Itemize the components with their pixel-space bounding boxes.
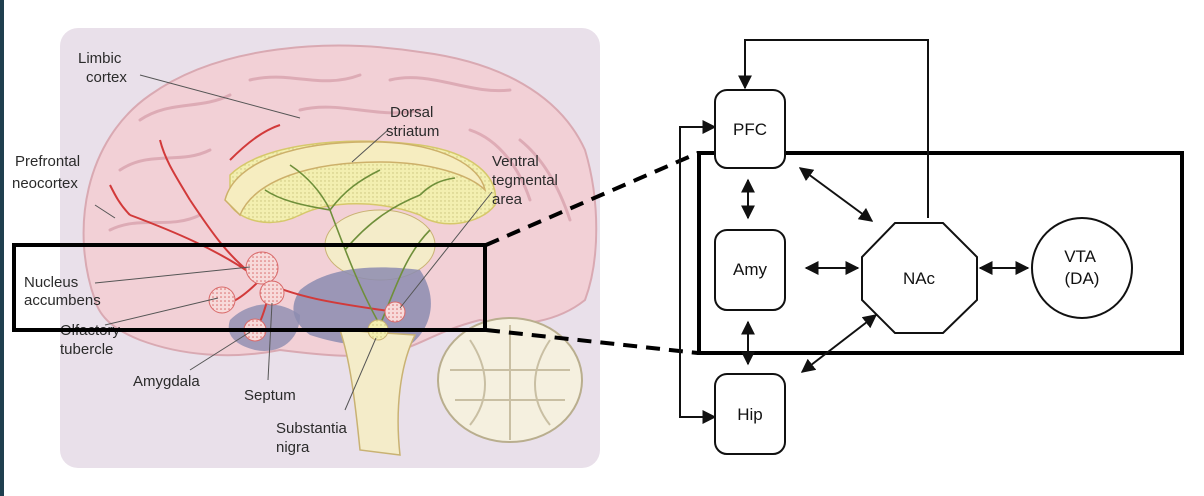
arrow-vta-to-pfc [738,39,929,218]
label-amygdala: Amygdala [133,373,200,390]
arrow-pfc-nac [798,167,874,222]
node-nac-label: NAc [903,269,936,288]
nucleus-accumbens-region [245,251,279,285]
nigrostriatal-pathway [264,164,456,326]
node-amy: Amy [714,229,786,311]
node-vta-label: VTA (DA) [1064,247,1100,288]
septum-region [259,280,285,306]
node-pfc: PFC [714,89,786,169]
label-olfactory-tubercle: Olfactory tubercle [60,322,124,358]
label-ventral-tegmental-area: Ventral tegmental area [492,153,562,208]
label-substantia-nigra: Substantia nigra [276,420,351,456]
zoom-connectors [485,151,699,355]
brainstem [338,329,417,456]
left-edge-bar [0,0,4,496]
vta-region [384,301,406,323]
brain-illustration: Limbic cortex Dorsal striatum Prefrontal… [12,28,600,468]
node-hip-label: Hip [737,405,763,424]
node-pfc-label: PFC [733,120,767,139]
node-nac: NAc [861,222,978,334]
brain-highlight-box [12,243,487,332]
gyri-folds [108,73,572,232]
olfactory-tubercle-region [208,286,236,314]
cerebellum [437,317,583,443]
arrow-pfc-hip-loop [679,120,717,424]
node-amy-label: Amy [733,260,768,279]
arrow-hip-nac [800,314,878,373]
label-dorsal-striatum: Dorsal striatum [386,104,439,140]
node-vta: VTA (DA) [1031,217,1133,319]
leader-lines [94,74,493,411]
label-prefrontal-neocortex: Prefrontal neocortex [12,153,84,192]
label-nucleus-accumbens: Nucleus accumbens [24,274,101,309]
label-limbic-cortex: Limbic cortex [78,50,127,86]
circuit-arrows [679,39,1030,424]
circuit-highlight-box [697,151,1184,355]
node-hip: Hip [714,373,786,455]
circuit-diagram: PFC Amy NAc VTA (DA) Hip [679,39,1184,455]
corpus-callosum [224,141,487,217]
label-septum: Septum [244,387,296,404]
